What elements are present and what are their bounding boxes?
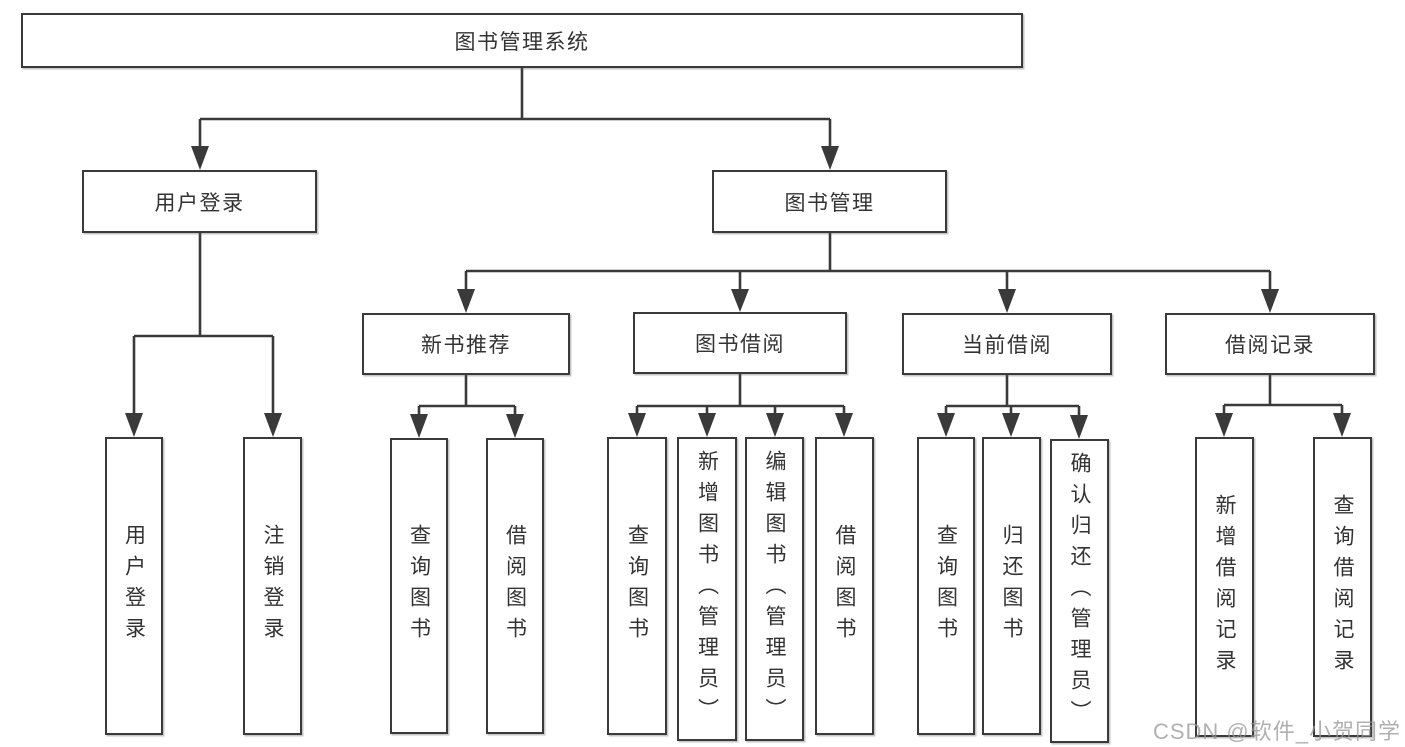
leaf-add-borrowing-record: 新增借阅记录 [1195,437,1254,737]
node-label: 图书借阅 [695,333,785,356]
node-label: 借阅记录 [1225,334,1315,357]
leaf-borrow-books-borrowing: 借阅图书 [815,437,874,735]
node-label: 确认归还（管理员） [1068,451,1091,731]
node-label: 用户登录 [122,524,146,648]
node-new-book-recommendation: 新书推荐 [362,313,570,375]
node-label: 查询借阅记录 [1331,494,1354,680]
connector-paths [132,68,1344,417]
leaf-query-books-recommend: 查询图书 [390,438,448,734]
arrowheads [125,146,1351,439]
node-book-management-branch: 图书管理 [712,170,947,233]
node-label: 借阅图书 [503,524,527,648]
node-label: 查询图书 [934,524,958,648]
leaf-logout: 注销登录 [243,437,302,735]
node-label: 编辑图书（管理员） [763,449,786,729]
node-label: 新书推荐 [421,334,511,357]
node-label: 用户登录 [154,191,245,215]
leaf-return-books: 归还图书 [982,437,1041,735]
node-label: 查询图书 [625,524,649,648]
node-label: 新增借阅记录 [1213,494,1236,680]
node-label: 图书管理 [784,191,875,215]
node-label: 新增图书（管理员） [695,449,719,729]
csdn-watermark: CSDN @软件_小贺同学 [1152,719,1401,744]
node-label: 查询图书 [407,524,431,648]
leaf-borrow-books-recommend: 借阅图书 [486,438,544,734]
node-label: 注销登录 [261,524,284,648]
node-label: 借阅图书 [833,524,856,648]
leaf-query-books-current: 查询图书 [917,437,975,735]
leaf-add-books-admin: 新增图书（管理员） [677,437,737,741]
node-user-login-branch: 用户登录 [82,170,317,233]
node-label: 图书管理系统 [454,30,590,54]
node-current-borrowing: 当前借阅 [902,313,1112,375]
node-label: 当前借阅 [962,334,1052,357]
node-library-management-system: 图书管理系统 [21,13,1023,68]
node-borrowing-records: 借阅记录 [1165,313,1375,375]
node-label: 归还图书 [1000,524,1023,648]
leaf-query-borrowing-record: 查询借阅记录 [1313,437,1372,737]
node-book-borrowing: 图书借阅 [633,312,847,374]
leaf-edit-books-admin: 编辑图书（管理员） [745,437,804,741]
leaf-user-login: 用户登录 [105,437,163,735]
leaf-confirm-return-admin: 确认归还（管理员） [1050,439,1109,743]
leaf-query-books-borrowing: 查询图书 [607,437,667,735]
